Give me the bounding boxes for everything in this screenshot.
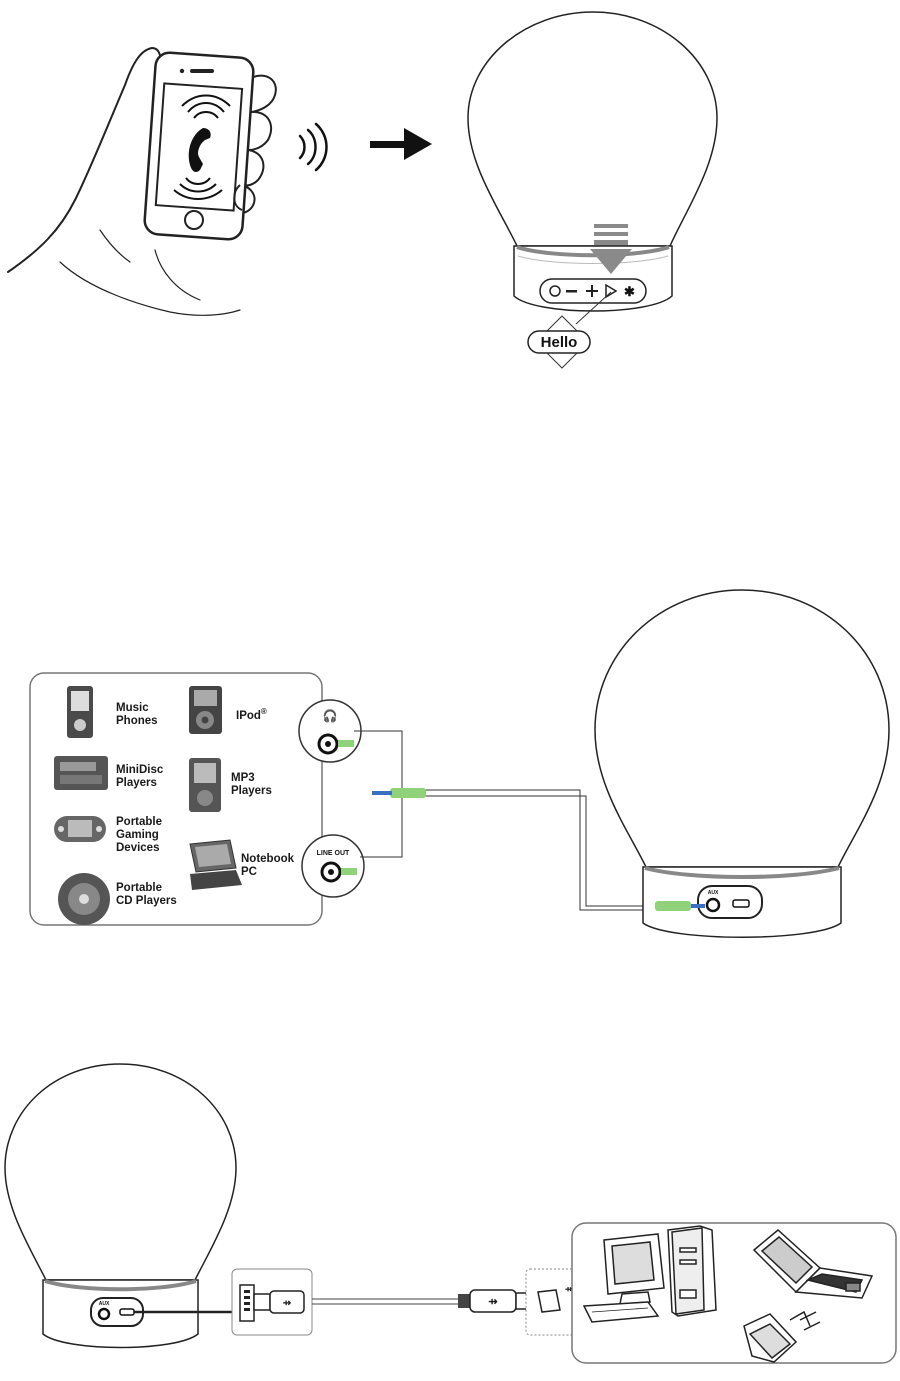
device-label-gaming-3: Devices (116, 842, 159, 854)
call-answer-illustration: ✱ Hello (0, 0, 900, 400)
aux-connection-panel: Music Phones MiniDisc Players Portable G… (0, 580, 900, 960)
aux-connection-illustration: Music Phones MiniDisc Players Portable G… (0, 580, 900, 960)
headphone-jack: 🎧 (299, 700, 361, 762)
hello-text: Hello (541, 334, 578, 351)
bulb-speaker-icon: ✱ (468, 12, 717, 311)
usb-symbol-icon: ⇸ (283, 1298, 292, 1309)
usb-plug-icon: ⇸ (458, 1290, 530, 1312)
usb-cable (312, 1299, 460, 1304)
portable-gaming-icon (54, 816, 106, 842)
call-answer-panel: ✱ Hello (0, 0, 900, 400)
line-out-label: LINE OUT (317, 850, 350, 857)
bulb-speaker-icon: AUX (5, 1064, 236, 1348)
usb-port-icon: ⇸ (526, 1269, 576, 1335)
ipod-registered-mark: ® (261, 707, 267, 716)
aux-port-label: AUX (99, 1301, 110, 1307)
aux-plug-left (372, 788, 426, 798)
device-label-mp3-2: Players (231, 785, 272, 797)
device-label-ipod: IPod (236, 710, 261, 722)
aux-plug-right (655, 901, 691, 911)
device-label-cd-1: Portable (116, 882, 162, 894)
minidisc-player-icon (54, 756, 108, 790)
aux-port-label: AUX (708, 890, 719, 896)
wireless-signal-icon (300, 124, 327, 170)
device-label-cd-2: CD Players (116, 895, 177, 907)
device-label-music-phones-1: Music (116, 702, 149, 714)
usb-symbol-icon: ⇸ (488, 1296, 497, 1308)
headphone-icon: 🎧 (323, 709, 338, 723)
usb-charging-illustration: AUX ⇸ ⇸ ⇸ (0, 1080, 900, 1381)
device-label-notebook-1: Notebook (241, 853, 295, 865)
usb-charging-panel: AUX ⇸ ⇸ ⇸ (0, 1080, 900, 1381)
device-label-minidisc-1: MiniDisc (116, 764, 164, 776)
device-label-minidisc-2: Players (116, 777, 157, 789)
device-label-notebook-2: PC (241, 866, 257, 878)
device-label-music-phones-2: Phones (116, 715, 158, 727)
minus-icon (566, 290, 577, 293)
device-label-mp3-1: MP3 (231, 772, 255, 784)
line-out-jack: LINE OUT (302, 835, 364, 897)
bluetooth-icon: ✱ (624, 284, 635, 299)
mp3-player-icon (189, 758, 221, 812)
micro-usb-plug-icon: ⇸ (232, 1269, 312, 1335)
bulb-speaker-icon: AUX (595, 590, 889, 937)
device-label-gaming-2: Gaming (116, 829, 159, 841)
device-label-gaming-1: Portable (116, 816, 162, 828)
ipod-icon (189, 686, 222, 734)
music-phone-icon (67, 686, 93, 738)
arrow-right-icon (370, 128, 432, 160)
cd-player-icon (58, 873, 110, 925)
